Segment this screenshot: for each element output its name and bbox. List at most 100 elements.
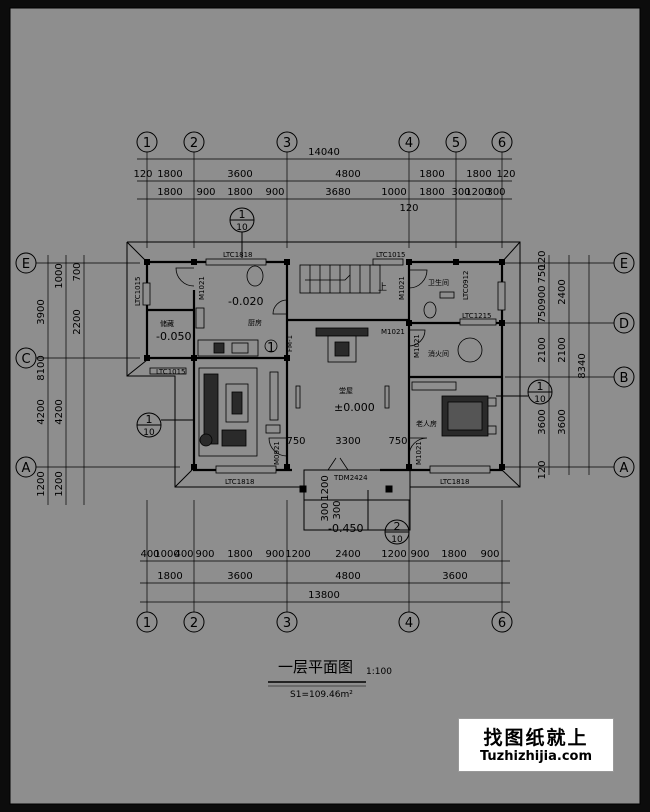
dim-bottom-row2: 1800 3600 4800 3600 — [157, 571, 467, 582]
brand-watermark: 找图纸就上 Tuzhizhijia.com — [458, 718, 614, 772]
svg-text:750: 750 — [537, 264, 548, 283]
svg-text:FM-1: FM-1 — [286, 335, 294, 352]
svg-text:3: 3 — [283, 136, 291, 151]
svg-text:4200: 4200 — [36, 399, 47, 424]
svg-text:M1021: M1021 — [398, 276, 406, 300]
svg-text:LTC1015: LTC1015 — [376, 251, 406, 259]
svg-text:900: 900 — [537, 285, 548, 304]
svg-text:2400: 2400 — [557, 279, 568, 304]
svg-text:3680: 3680 — [325, 187, 350, 198]
svg-text:1200: 1200 — [36, 471, 47, 496]
drawing-scale: 1:100 — [366, 667, 392, 677]
svg-text:1: 1 — [146, 413, 153, 426]
svg-text:10: 10 — [236, 223, 248, 233]
svg-text:6: 6 — [498, 136, 506, 151]
label-kitchen: 厨房 — [248, 318, 262, 327]
doors — [175, 267, 428, 471]
dim-top-total: 14040 — [308, 147, 340, 158]
windows — [142, 258, 506, 474]
svg-text:3300: 3300 — [335, 436, 360, 447]
svg-text:LTC1818: LTC1818 — [440, 478, 470, 486]
svg-text:E: E — [22, 257, 30, 272]
bathroom-fixtures — [246, 265, 455, 319]
dim-top-row1: 120 1800 3600 4800 1800 1800 120 — [133, 169, 515, 180]
svg-text:1: 1 — [143, 136, 151, 151]
svg-text:1: 1 — [239, 208, 246, 221]
label-fire-room: 消火间 — [428, 349, 449, 358]
svg-text:M1021: M1021 — [415, 441, 423, 465]
svg-text:1200: 1200 — [465, 187, 490, 198]
svg-text:3600: 3600 — [557, 409, 568, 434]
svg-text:120: 120 — [537, 250, 548, 269]
svg-text:300: 300 — [320, 502, 331, 521]
svg-text:120: 120 — [496, 169, 515, 180]
eaves-outline — [126, 241, 521, 488]
svg-text:LTC1818: LTC1818 — [223, 251, 253, 259]
svg-text:2: 2 — [190, 136, 198, 151]
svg-text:6: 6 — [498, 616, 506, 631]
svg-text:3900: 3900 — [36, 299, 47, 324]
dim-top-row2: 1800 900 1800 900 3680 1000 1800 300 120… — [157, 187, 505, 198]
svg-text:120: 120 — [537, 460, 548, 479]
label-elder-room: 老人房 — [416, 419, 437, 428]
svg-text:1800: 1800 — [227, 187, 252, 198]
svg-text:2: 2 — [394, 520, 401, 533]
svg-text:400: 400 — [140, 549, 159, 560]
entrance-porch — [299, 469, 411, 531]
label-porch-elev: -0.450 — [328, 522, 363, 535]
svg-text:A: A — [620, 461, 629, 476]
svg-text:900: 900 — [410, 549, 429, 560]
svg-text:8340: 8340 — [577, 353, 588, 378]
svg-text:3600: 3600 — [227, 571, 252, 582]
svg-text:5: 5 — [452, 136, 460, 151]
door-labels: M1021 M1021 M1021 M1021 M0921 M1021 FM-1… — [198, 276, 423, 482]
svg-text:TDM2424: TDM2424 — [333, 474, 368, 482]
svg-text:1200: 1200 — [381, 549, 406, 560]
svg-text:A: A — [22, 461, 31, 476]
svg-text:120: 120 — [133, 169, 152, 180]
svg-text:1800: 1800 — [419, 187, 444, 198]
svg-text:1800: 1800 — [441, 549, 466, 560]
svg-text:LTC1215: LTC1215 — [462, 312, 492, 320]
svg-text:1800: 1800 — [157, 187, 182, 198]
svg-text:LTC0912: LTC0912 — [462, 270, 470, 300]
svg-text:1000: 1000 — [154, 549, 179, 560]
label-living-elev: ±0.000 — [334, 401, 375, 414]
svg-text:400: 400 — [174, 549, 193, 560]
svg-text:700: 700 — [72, 262, 83, 281]
brand-chinese: 找图纸就上 — [483, 727, 589, 749]
svg-text:900: 900 — [265, 187, 284, 198]
svg-text:M1021: M1021 — [381, 328, 405, 336]
dim-bottom-row1: 400 1000 400 900 1800 900 1200 2400 1200… — [140, 549, 499, 560]
svg-text:1: 1 — [537, 380, 544, 393]
section-mark-left: 1 10 — [136, 412, 195, 438]
svg-text:M1021: M1021 — [413, 334, 421, 358]
dim-right: 120 750 900 750 2100 3600 120 2400 2100 … — [537, 250, 588, 479]
svg-text:LTC1015: LTC1015 — [156, 368, 186, 376]
svg-text:1800: 1800 — [157, 571, 182, 582]
svg-text:LTC1818: LTC1818 — [225, 478, 255, 486]
svg-text:4800: 4800 — [335, 169, 360, 180]
label-stair-up: 上 — [378, 282, 387, 293]
svg-text:900: 900 — [195, 549, 214, 560]
svg-text:2400: 2400 — [335, 549, 360, 560]
svg-text:3: 3 — [283, 616, 291, 631]
kitchen-counter — [195, 307, 278, 357]
svg-text:B: B — [620, 371, 629, 386]
section-mark-bottom: 2 10 — [384, 519, 410, 545]
svg-text:4: 4 — [405, 136, 413, 151]
svg-text:1200: 1200 — [320, 475, 331, 500]
svg-text:1200: 1200 — [54, 471, 65, 496]
svg-text:3600: 3600 — [227, 169, 252, 180]
svg-text:1200: 1200 — [285, 549, 310, 560]
living-furniture — [295, 327, 390, 409]
columns — [144, 259, 505, 470]
brand-url: Tuzhizhijia.com — [479, 749, 593, 764]
svg-text:2: 2 — [190, 616, 198, 631]
dimension-lines — [36, 152, 614, 612]
svg-text:3600: 3600 — [537, 409, 548, 434]
svg-text:2200: 2200 — [72, 309, 83, 334]
svg-text:4800: 4800 — [335, 571, 360, 582]
svg-text:E: E — [620, 257, 628, 272]
sofa-set — [198, 367, 281, 457]
